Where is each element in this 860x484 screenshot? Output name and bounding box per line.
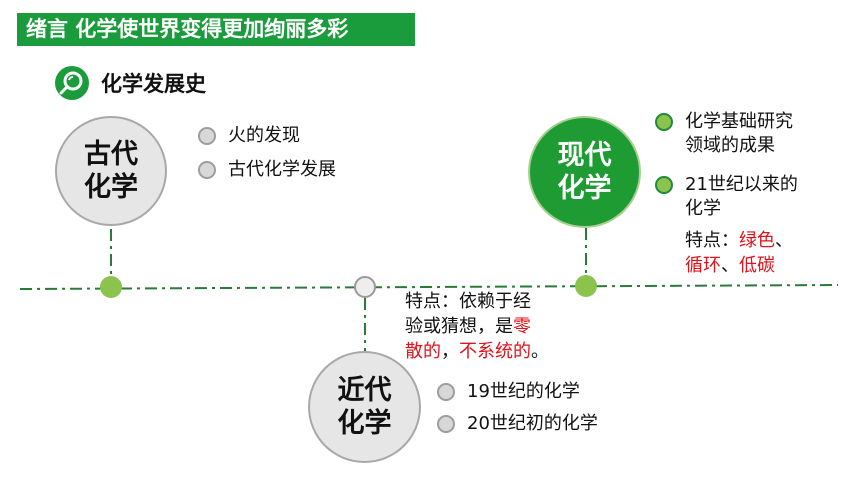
near-note-line1: 特点：依赖于经	[405, 291, 531, 312]
bullet-text: 19世纪的化学	[467, 381, 580, 402]
near-note-line3: 散的，不系统的。	[405, 341, 549, 362]
section-header: 化学发展史	[55, 66, 206, 100]
era-contemporary-line1: 现代	[557, 140, 612, 171]
bullet-dot-icon	[655, 113, 673, 131]
era-ancient-line2: 化学	[84, 172, 138, 203]
page-title: 绪言 化学使世界变得更加绚丽多彩	[17, 13, 415, 46]
era-ancient-line1: 古代	[84, 139, 138, 170]
bullet-dot-icon	[198, 161, 216, 179]
section-label: 化学发展史	[101, 72, 206, 96]
list-item: 火的发现	[198, 124, 300, 148]
era-near-line1: 近代	[337, 375, 392, 406]
era-contemporary-line2: 化学	[557, 173, 612, 204]
era-contemporary-chemistry: 现代 化学	[528, 116, 641, 228]
timeline-axis	[19, 284, 839, 290]
bullet-text: 20世纪初的化学	[467, 413, 598, 434]
bullet-text: 21世纪以来的 化学	[685, 174, 798, 219]
era-ancient-chemistry: 古代 化学	[55, 116, 167, 226]
bullet-dot-icon	[437, 383, 455, 401]
list-item: 19世纪的化学	[437, 380, 580, 404]
bullet-text: 古代化学发展	[228, 159, 336, 180]
list-item: 20世纪初的化学	[437, 412, 598, 436]
search-icon	[55, 66, 89, 100]
era-near-line2: 化学	[337, 408, 392, 439]
node-ancient	[100, 276, 122, 298]
node-contemporary	[575, 275, 597, 297]
contemporary-note-line2: 循环、低碳	[685, 255, 775, 276]
bullet-dot-icon	[655, 176, 673, 194]
bullet-dot-icon	[198, 127, 216, 145]
contemporary-note-line1: 特点：绿色、	[685, 230, 793, 251]
era-near-modern-chemistry: 近代 化学	[308, 351, 421, 463]
contemporary-feature-note: 特点：绿色、 循环、低碳	[685, 228, 793, 278]
near-note-line2: 验或猜想，是零	[405, 316, 531, 337]
near-feature-note: 特点：依赖于经 验或猜想，是零 散的，不系统的。	[405, 289, 549, 364]
bullet-text: 化学基础研究 领域的成果	[685, 111, 793, 156]
list-item: 化学基础研究 领域的成果	[655, 110, 793, 158]
bullet-text: 火的发现	[228, 125, 300, 146]
list-item: 21世纪以来的 化学	[655, 173, 798, 221]
list-item: 古代化学发展	[198, 158, 336, 182]
node-near	[354, 276, 376, 298]
bullet-dot-icon	[437, 415, 455, 433]
